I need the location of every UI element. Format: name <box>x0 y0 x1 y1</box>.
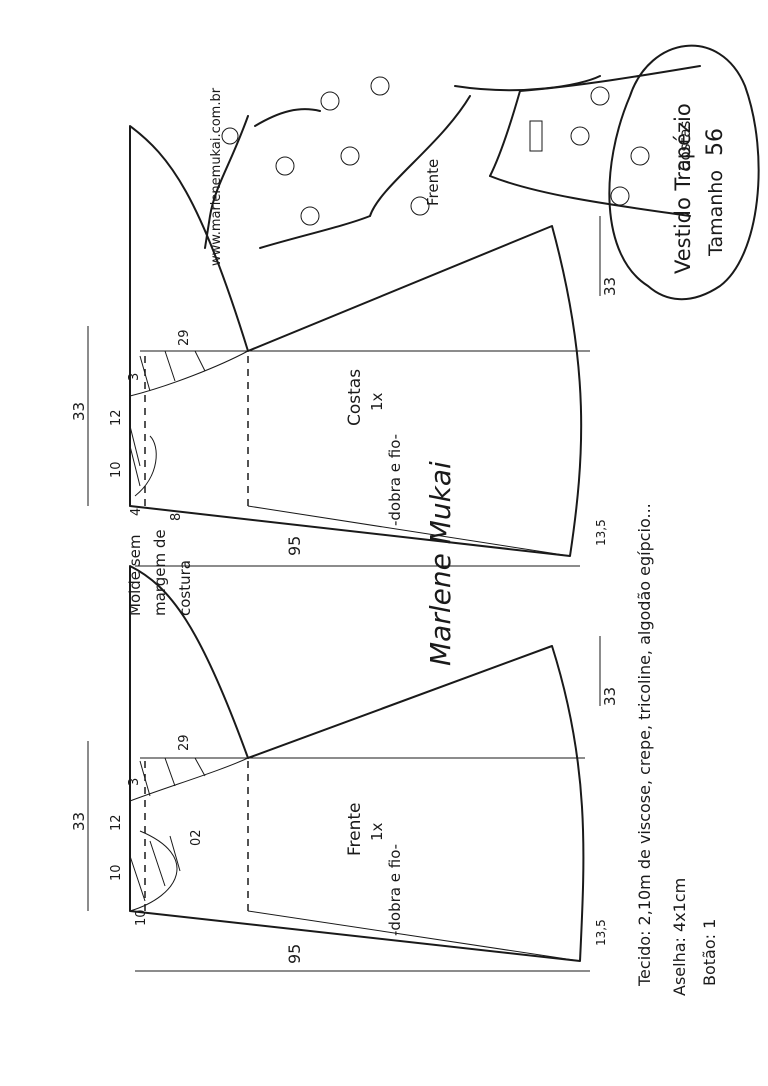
loop-note: Aselha: 4x1cm <box>670 878 689 996</box>
front-hem-rise: 13,5 <box>594 919 608 946</box>
back-placket: 8 <box>169 513 184 521</box>
title-badge: Vestido Trapézio Tamanho 56 <box>608 44 760 301</box>
front-sketch: Frente <box>204 75 601 249</box>
front-sketch-label: Frente <box>424 159 442 206</box>
back-length: 95 <box>285 536 304 556</box>
front-piece: Frente 1x -dobra e fio- 33 33 10 12 3 29… <box>70 565 619 972</box>
front-piece-name: Frente <box>345 802 365 856</box>
front-neck-width: 10 <box>109 864 124 881</box>
front-length: 95 <box>285 944 304 964</box>
front-shoulder-width: 33 <box>70 812 88 831</box>
front-shoulder: 12 <box>109 814 124 831</box>
back-piece-name: Costas <box>345 369 365 426</box>
back-hem-width: 33 <box>601 277 619 296</box>
back-piece: Costas 1x -dobra e fio- 33 33 10 12 3 29… <box>70 125 619 567</box>
front-dart: 02 <box>189 829 204 846</box>
front-armhole-depth: 29 <box>177 734 192 751</box>
back-piece-outline <box>129 125 583 557</box>
back-sketch: Costas <box>489 65 701 217</box>
size-value: 56 <box>703 128 728 156</box>
signature: Marlene Mukai <box>424 461 457 666</box>
front-hem-width: 33 <box>601 687 619 706</box>
back-shoulder: 12 <box>109 409 124 426</box>
front-piece-outline <box>129 565 585 962</box>
back-fold-label: -dobra e fio- <box>386 434 404 526</box>
size-label: Tamanho <box>705 170 727 257</box>
back-armhole-depth: 29 <box>177 329 192 346</box>
website-text: www.marlenemukai.com.br <box>209 87 224 266</box>
button-note: Botão: 1 <box>700 919 719 986</box>
title-text: Vestido Trapézio <box>671 103 695 274</box>
back-neck-width: 10 <box>109 461 124 478</box>
back-shoulder-width: 33 <box>70 402 88 421</box>
mold-note-line2: margem de <box>151 529 169 616</box>
mold-note-line1: Molde sem <box>126 535 144 616</box>
back-hem-rise: 13,5 <box>594 519 608 546</box>
back-armhole-drop: 3 <box>127 373 142 381</box>
front-piece-qty: 1x <box>368 822 386 841</box>
back-sketch-label: Costas <box>676 120 694 171</box>
front-fold-label: -dobra e fio- <box>386 844 404 936</box>
back-neck-depth: 4 <box>129 508 144 516</box>
fabric-note: Tecido: 2,10m de viscose, crepe, tricoli… <box>635 503 654 987</box>
mold-note-line3: costura <box>176 560 194 616</box>
front-armhole-drop: 3 <box>127 778 142 786</box>
front-neck-depth: 10 <box>134 909 149 926</box>
back-piece-qty: 1x <box>368 392 386 411</box>
